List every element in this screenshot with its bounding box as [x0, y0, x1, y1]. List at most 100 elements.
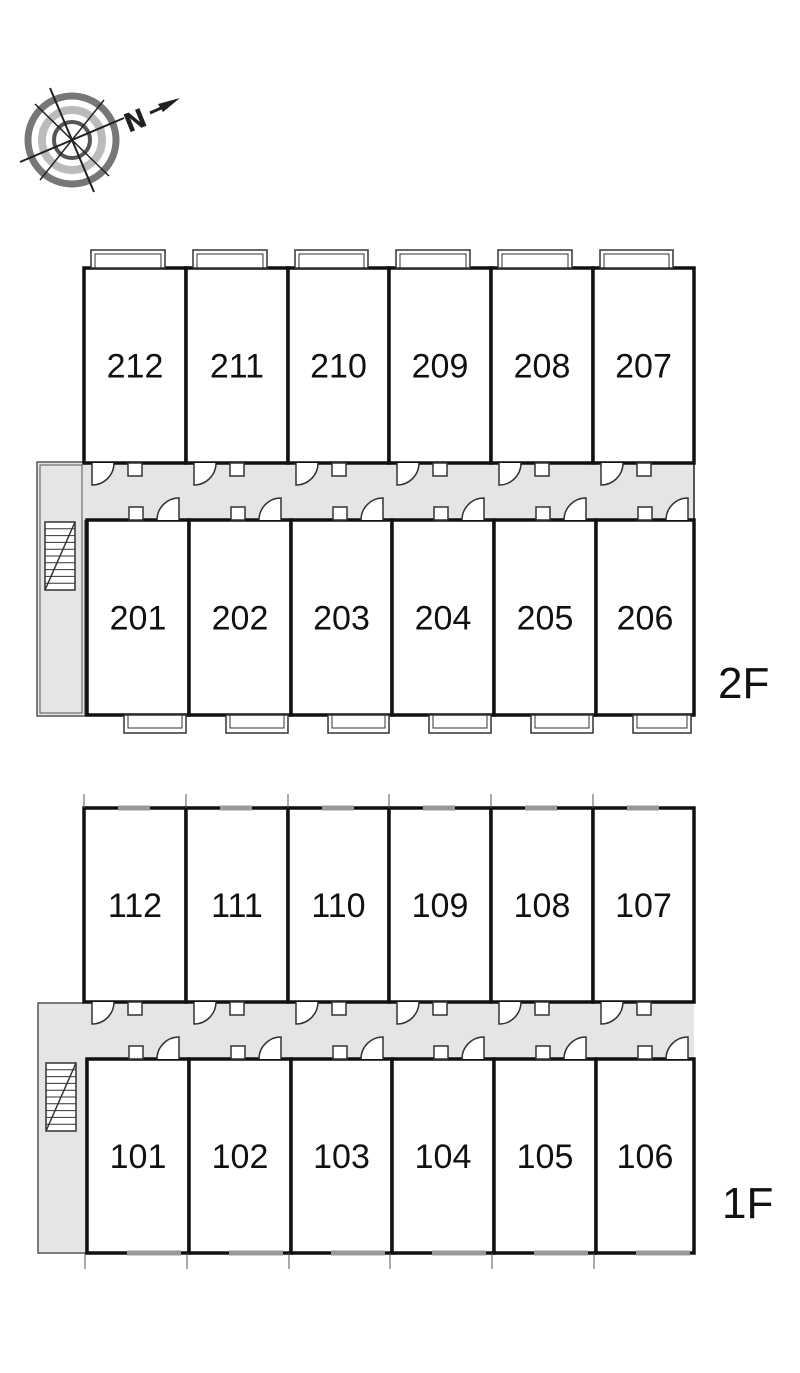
- meter-box: [331, 1001, 347, 1016]
- meter-box: [636, 462, 652, 477]
- door-icon: [156, 1036, 180, 1060]
- room-number: 202: [212, 600, 269, 638]
- room-212: 212: [82, 249, 188, 486]
- balcony-inner: [298, 253, 365, 269]
- room-number: 108: [514, 887, 571, 925]
- meter-box: [230, 506, 246, 521]
- door-icon: [91, 1001, 115, 1025]
- compass-needle-diag-b: [39, 99, 105, 181]
- door-icon: [665, 497, 689, 521]
- room-wall: [85, 1057, 191, 1255]
- room-105: 105: [491, 1036, 598, 1269]
- compass-ring-core: [52, 120, 92, 160]
- door-icon: [396, 462, 420, 486]
- room-wall: [82, 806, 188, 1004]
- balcony: [599, 249, 674, 269]
- meter-box: [128, 1045, 144, 1060]
- room-number: 212: [107, 348, 164, 386]
- room-103: 103: [288, 1036, 394, 1269]
- room-110: 110: [286, 794, 391, 1025]
- room-number: 112: [108, 887, 162, 925]
- door-icon: [193, 1001, 217, 1025]
- door-icon: [600, 462, 624, 486]
- meter-box: [433, 1045, 449, 1060]
- meter-box: [636, 1001, 652, 1016]
- room-210: 210: [286, 249, 391, 486]
- meter-box: [229, 462, 245, 477]
- room-number: 105: [517, 1138, 574, 1176]
- room-number: 207: [615, 348, 672, 386]
- meter-box: [534, 1001, 550, 1016]
- room-208: 208: [489, 249, 595, 486]
- room-wall: [390, 1057, 496, 1255]
- stair-direction: [45, 1062, 77, 1132]
- door-icon: [461, 497, 485, 521]
- meter-box: [128, 506, 144, 521]
- room-204: 204: [390, 497, 496, 734]
- door-icon: [193, 462, 217, 486]
- room-number: 103: [313, 1138, 370, 1176]
- room-202: 202: [187, 497, 293, 734]
- balcony-inner: [94, 253, 162, 269]
- floor-label: 2F: [718, 659, 769, 708]
- door-icon: [563, 497, 587, 521]
- balcony: [294, 249, 369, 269]
- door-icon: [498, 1001, 522, 1025]
- balcony-inner: [229, 714, 285, 729]
- balcony-inner: [399, 253, 467, 269]
- room-number: 209: [412, 348, 469, 386]
- room-104: 104: [389, 1036, 496, 1269]
- room-107: 107: [591, 794, 696, 1025]
- door-icon: [461, 1036, 485, 1060]
- room-106: 106: [593, 1036, 696, 1269]
- door-icon: [396, 1001, 420, 1025]
- balcony-inner: [501, 253, 569, 269]
- meter-box: [331, 462, 347, 477]
- room-wall: [594, 518, 696, 717]
- room-number: 107: [615, 887, 672, 925]
- room-111: 111: [184, 794, 290, 1025]
- room-wall: [387, 806, 493, 1004]
- balcony: [192, 249, 268, 269]
- room-109: 109: [387, 794, 493, 1025]
- floor-label: 1F: [722, 1179, 773, 1228]
- balcony: [90, 249, 166, 269]
- room-203: 203: [289, 497, 394, 734]
- balcony-inner: [196, 253, 264, 269]
- room-number: 104: [415, 1138, 472, 1176]
- balcony: [497, 249, 573, 269]
- staircase-icon: [44, 521, 76, 591]
- meter-box: [535, 1045, 551, 1060]
- meter-box: [535, 506, 551, 521]
- room-number: 210: [310, 348, 367, 386]
- door-icon: [498, 462, 522, 486]
- meter-box: [230, 1045, 246, 1060]
- door-icon: [360, 1036, 384, 1060]
- meter-box: [432, 462, 448, 477]
- meter-box: [332, 506, 348, 521]
- room-number: 109: [412, 887, 469, 925]
- door-icon: [91, 462, 115, 486]
- room-205: 205: [492, 497, 598, 734]
- stair-direction: [44, 521, 76, 591]
- room-wall: [85, 518, 191, 717]
- door-icon: [295, 462, 319, 486]
- stair-landing-inner: [39, 464, 83, 714]
- door-icon: [295, 1001, 319, 1025]
- room-number: 201: [110, 600, 167, 638]
- balcony-inner: [127, 714, 183, 729]
- balcony: [225, 714, 289, 734]
- room-101: 101: [84, 1036, 191, 1269]
- compass: N: [19, 87, 180, 193]
- compass-ring-inner: [38, 106, 106, 174]
- room-number: 106: [617, 1138, 674, 1176]
- room-201: 201: [85, 497, 191, 734]
- door-icon: [258, 1036, 282, 1060]
- door-icon: [600, 1001, 624, 1025]
- room-number: 101: [110, 1138, 167, 1176]
- balcony-inner: [432, 714, 488, 729]
- balcony: [530, 714, 594, 734]
